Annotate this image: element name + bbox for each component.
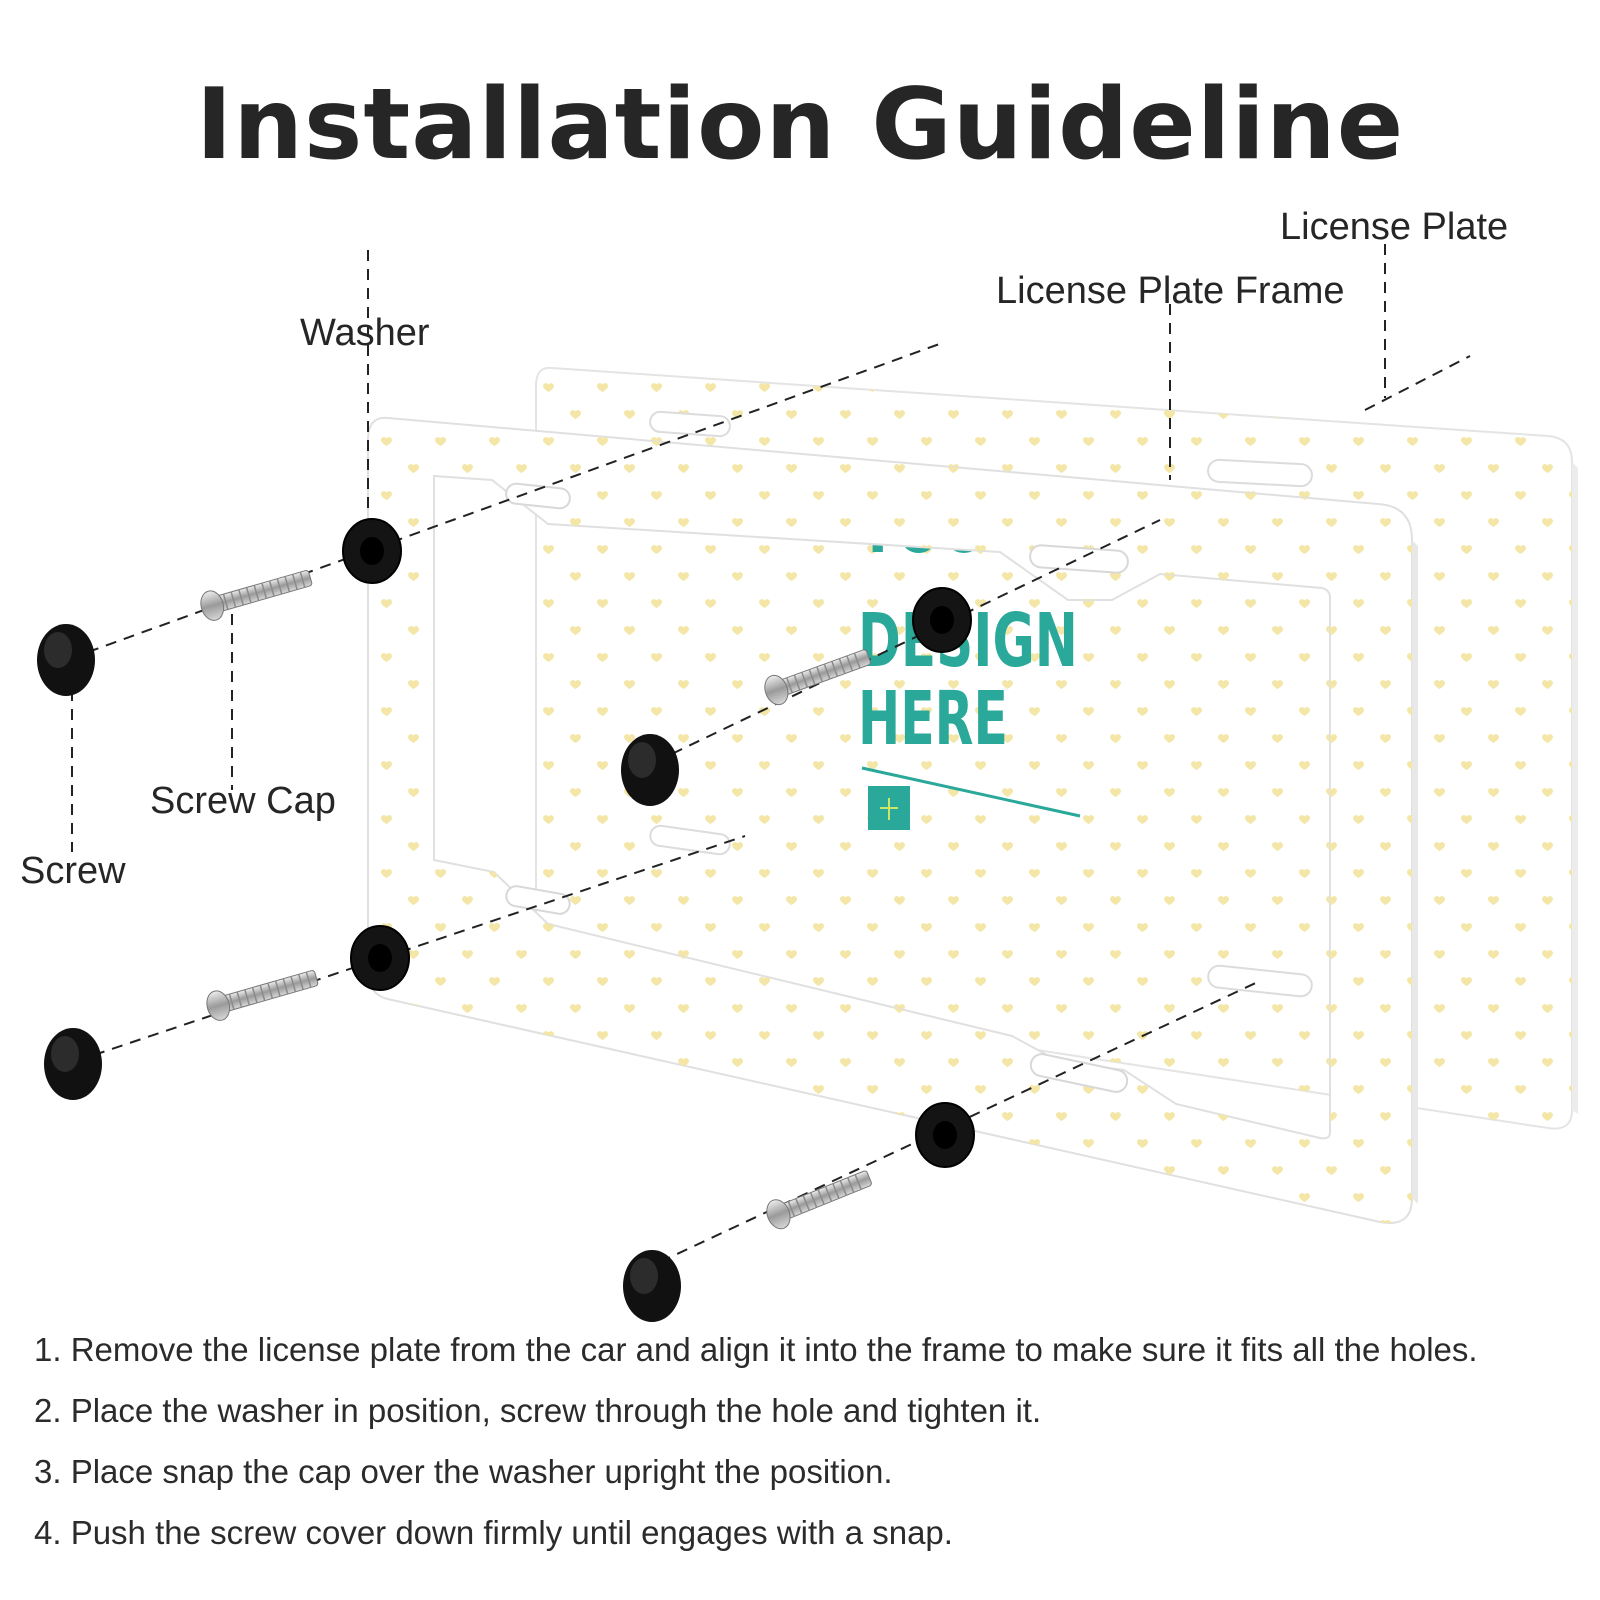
screw-icon <box>206 970 319 1021</box>
callout-screw: Screw <box>20 850 126 892</box>
callout-washer: Washer <box>300 312 430 354</box>
screw-cap-icon <box>44 1028 102 1100</box>
design-underline <box>861 766 1081 818</box>
page-title: Installation Guideline <box>195 68 1405 182</box>
screw-cap-icon <box>623 1250 681 1322</box>
step-item: 2. Place the washer in position, screw t… <box>34 1392 1042 1429</box>
screw-icon <box>764 649 871 706</box>
screw-cap-icon <box>621 734 679 806</box>
callout-license-plate-frame: License Plate Frame <box>996 270 1345 312</box>
step-item: 4. Push the screw cover down firmly unti… <box>34 1514 953 1551</box>
washer-icon <box>915 1102 975 1168</box>
callout-license-plate: License Plate <box>1280 206 1509 248</box>
step-item: 3. Place snap the cap over the washer up… <box>34 1453 893 1490</box>
screw-cap-icon <box>37 624 95 696</box>
washer-icon <box>350 925 410 991</box>
design-line-3: HERE <box>858 676 1008 762</box>
screw-icon <box>200 570 313 621</box>
step-item: 1. Remove the license plate from the car… <box>34 1331 1478 1368</box>
washer-icon <box>342 518 402 584</box>
instruction-steps: 1. Remove the license plate from the car… <box>34 1330 1478 1574</box>
screw-icon <box>766 1170 872 1230</box>
washer-icon <box>912 587 972 653</box>
callout-screw-cap: Screw Cap <box>150 780 336 822</box>
license-plate-frame <box>367 416 1418 1224</box>
